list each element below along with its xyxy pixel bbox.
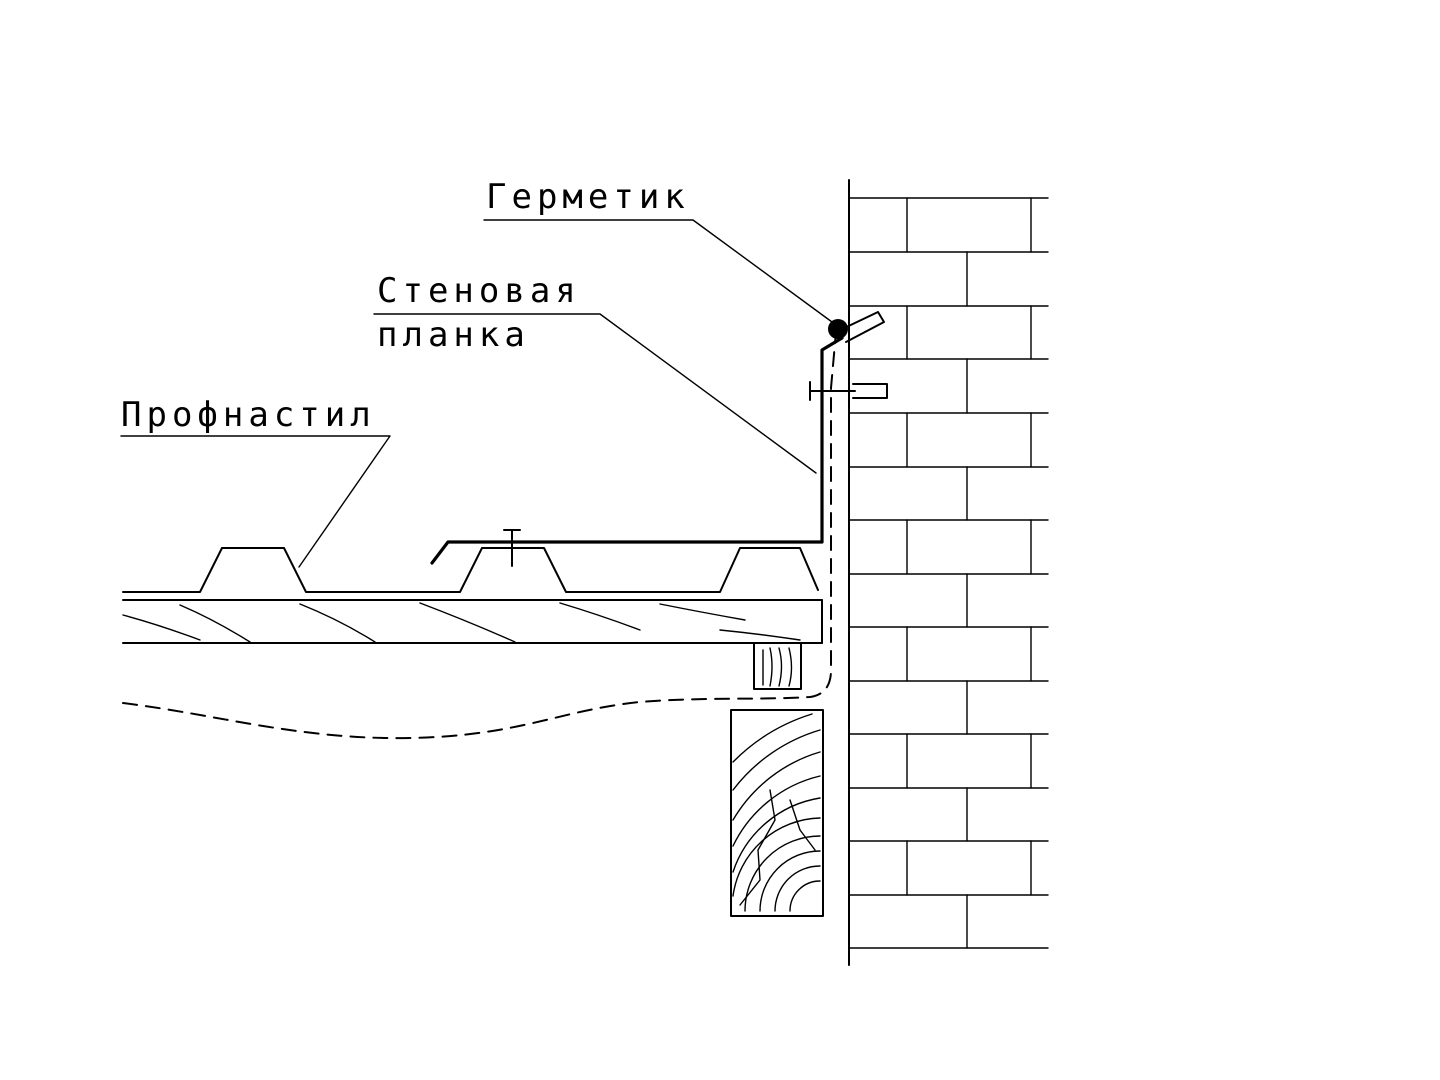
sheathing-board [122,599,823,644]
wall-flashing-strip [430,311,888,567]
sealant-bead [828,319,848,339]
profiled-sheet [122,547,819,593]
roof-screw-icon [503,529,521,567]
top-bracket-icon [835,311,885,343]
label-profiled-sheet: Профнастил [121,395,376,435]
brick-joints [906,197,1032,949]
label-wall-strip-line2: планка [377,315,530,355]
leader-lines [120,219,833,568]
wooden-beam [730,709,824,917]
label-sealant: Герметик [486,177,690,217]
small-batten [753,642,802,690]
wood-grain [122,602,801,643]
end-grain-rings [732,713,821,912]
brick-courses [848,197,1049,949]
brick-wall [848,179,1049,966]
label-wall-strip-line1: Стеновая [377,271,581,311]
wall-fastener-icon [809,381,888,401]
waterproofing-membrane [122,331,837,740]
